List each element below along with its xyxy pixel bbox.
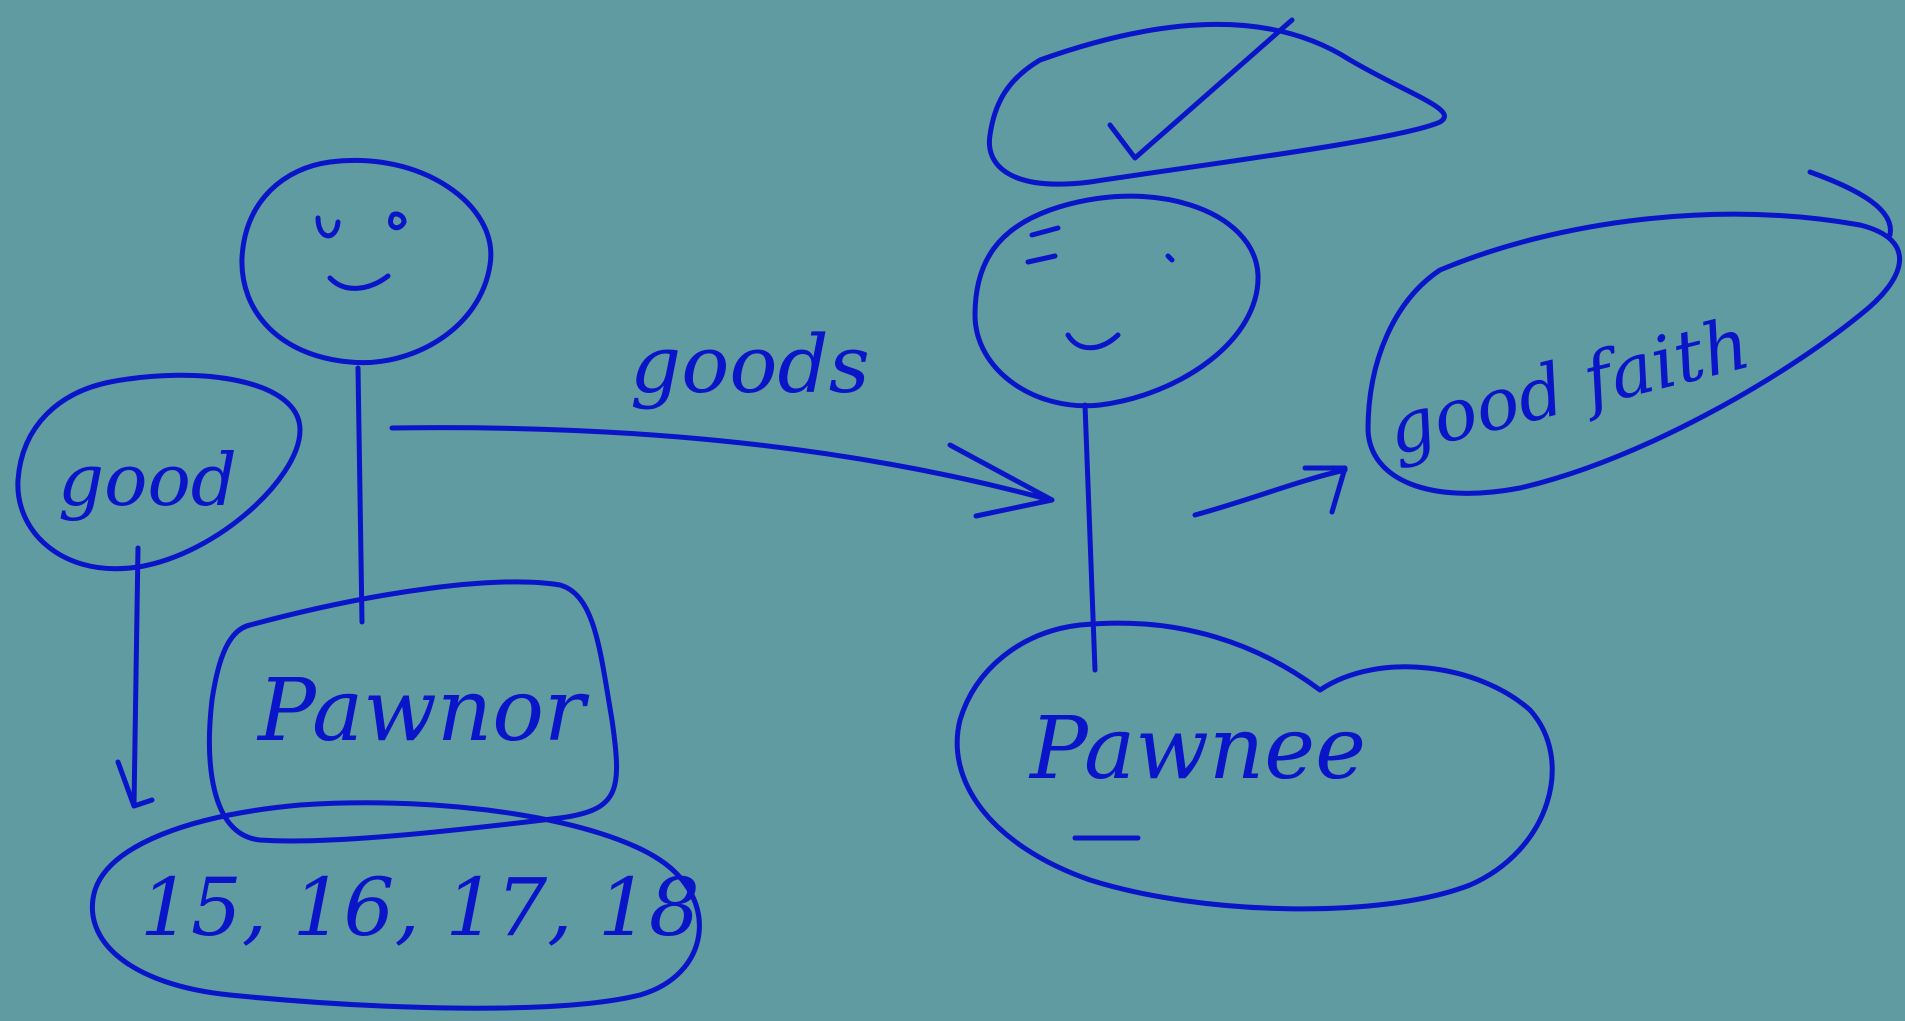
- good-label: good: [58, 438, 237, 522]
- pawnee-smile: [1065, 332, 1121, 351]
- pawnee-group: Pawnee: [954, 620, 1555, 912]
- pawnor-body-line: [355, 365, 365, 625]
- good-oval: [15, 372, 303, 572]
- good-faith-oval: [1365, 211, 1903, 496]
- pawnor-left-eye: [315, 215, 341, 239]
- pawnor-figure: [239, 158, 494, 625]
- pawnor-head: [239, 158, 494, 366]
- good-faith-arrow-shaft: [1192, 467, 1348, 518]
- good-faith-group: good faith: [1192, 169, 1903, 518]
- good-faith-arrowhead: [1302, 465, 1348, 515]
- pawnee-label: Pawnee: [1028, 699, 1366, 799]
- goods-arrowhead: [947, 442, 1055, 519]
- good-faith-label: good faith: [1379, 301, 1758, 472]
- approval-oval: [986, 21, 1447, 187]
- goods-arrow-label: goods: [630, 318, 870, 411]
- pawnor-box-group: Pawnor: [206, 579, 619, 844]
- sections-label: 15, 16, 17, 18: [140, 861, 700, 954]
- pawnor-label: Pawnor: [256, 661, 590, 761]
- pawnee-body-line: [1082, 402, 1098, 673]
- goods-arrow-shaft: [389, 425, 1053, 503]
- sections-group: 15, 16, 17, 18: [89, 800, 702, 1011]
- checkmark-icon: [1107, 17, 1295, 161]
- good-to-sections-arrow-shaft: [131, 545, 141, 808]
- transfer-group: goods: [389, 318, 1055, 519]
- pawnee-right-eye: [1165, 253, 1175, 263]
- good-quality-group: good: [15, 372, 303, 809]
- pawnee-figure: [972, 193, 1261, 673]
- pawnee-left-eye: [1025, 225, 1061, 265]
- sections-oval: [89, 800, 702, 1011]
- good-faith-oval-tail: [1807, 169, 1893, 238]
- good-to-sections-arrowhead: [115, 759, 155, 809]
- approval-group: [986, 17, 1447, 187]
- pawnor-right-eye: [388, 211, 407, 231]
- pawnor-box: [206, 579, 619, 844]
- pawnee-oval: [954, 620, 1555, 912]
- pawnor-smile: [327, 273, 391, 291]
- pawnee-head: [972, 193, 1261, 409]
